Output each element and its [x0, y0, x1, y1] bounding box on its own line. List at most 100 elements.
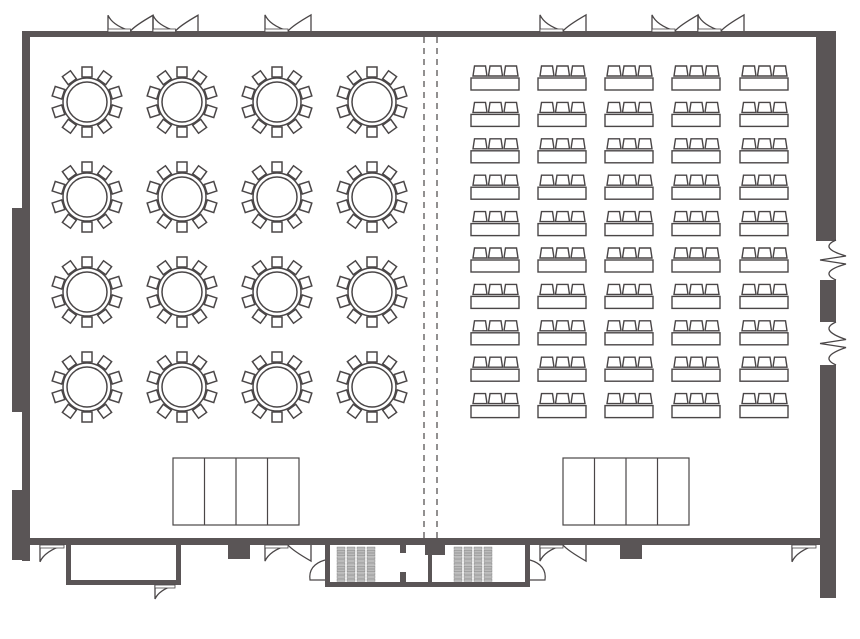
- chair: [673, 320, 689, 332]
- stacked-chair: [473, 546, 483, 550]
- chair: [81, 161, 93, 173]
- chair: [96, 403, 113, 420]
- chair: [61, 213, 78, 230]
- stacked-chair: [473, 559, 483, 563]
- wall: [816, 31, 836, 241]
- chair: [366, 161, 378, 173]
- chair: [271, 316, 283, 328]
- stacked-chair: [336, 562, 346, 566]
- chair: [621, 65, 638, 77]
- stacked-chair: [453, 569, 463, 573]
- chair: [756, 210, 773, 223]
- stacked-chair: [336, 575, 346, 579]
- stacked-chair: [473, 569, 483, 573]
- chair: [606, 283, 622, 296]
- classroom-table: [739, 368, 789, 382]
- chair: [487, 392, 504, 405]
- classroom-table: [604, 404, 654, 419]
- chair: [688, 138, 705, 150]
- chair: [554, 283, 571, 296]
- chair: [472, 356, 488, 368]
- chair: [688, 174, 705, 186]
- chair: [381, 213, 398, 230]
- chair: [156, 308, 173, 325]
- classroom-table: [739, 113, 789, 128]
- chair: [51, 104, 66, 119]
- chair: [241, 370, 256, 385]
- chair: [554, 320, 571, 332]
- stacked-chair: [336, 553, 346, 557]
- wall: [820, 365, 836, 598]
- chair: [606, 65, 622, 77]
- stacked-chair: [346, 578, 356, 582]
- chair: [271, 126, 283, 138]
- chair: [503, 174, 519, 186]
- chair: [570, 356, 586, 368]
- classroom-table: [537, 77, 587, 91]
- round-table-top: [66, 176, 108, 218]
- chair: [81, 221, 93, 233]
- classroom-table: [537, 404, 587, 419]
- stacked-chair: [356, 556, 366, 560]
- classroom-table: [470, 404, 520, 419]
- chair: [503, 392, 519, 405]
- chair: [637, 247, 653, 259]
- chair: [156, 118, 173, 135]
- classroom-table: [604, 186, 654, 200]
- chair: [688, 320, 705, 332]
- round-table-top: [256, 81, 298, 123]
- chair: [51, 370, 66, 385]
- chair: [156, 69, 173, 86]
- chair: [381, 259, 398, 276]
- chair: [637, 320, 653, 332]
- chair: [381, 118, 398, 135]
- stacked-chair: [356, 575, 366, 579]
- round-table-top: [256, 366, 298, 408]
- stacked-chair: [366, 562, 376, 566]
- door-swing: [562, 13, 587, 32]
- classroom-table: [739, 259, 789, 273]
- chair: [241, 275, 256, 290]
- chair: [51, 294, 66, 309]
- chair: [487, 138, 504, 150]
- chair: [381, 354, 398, 371]
- chair: [688, 210, 705, 223]
- chair: [472, 101, 488, 114]
- chair: [298, 370, 313, 385]
- chair: [772, 65, 788, 77]
- chair: [637, 101, 653, 114]
- chair: [688, 65, 705, 77]
- chair: [673, 210, 689, 223]
- chair: [176, 161, 188, 173]
- chair: [108, 104, 123, 119]
- chair: [286, 403, 303, 420]
- chair: [336, 85, 351, 100]
- chair: [366, 256, 378, 268]
- chair: [81, 411, 93, 423]
- wall: [525, 545, 530, 587]
- chair: [346, 403, 363, 420]
- stacked-chair: [473, 562, 483, 566]
- door-swing: [287, 544, 312, 563]
- chair: [539, 138, 555, 150]
- classroom-table: [537, 222, 587, 237]
- stacked-chair: [463, 562, 473, 566]
- stacked-chair: [453, 553, 463, 557]
- chair: [51, 199, 66, 214]
- chair: [176, 256, 188, 268]
- chair: [570, 320, 586, 332]
- stacked-chair: [483, 562, 493, 566]
- chair: [96, 308, 113, 325]
- chair: [51, 180, 66, 195]
- door-swing: [651, 14, 676, 32]
- chair: [336, 180, 351, 195]
- chair: [251, 259, 268, 276]
- stacked-chair: [453, 559, 463, 563]
- classroom-table: [671, 150, 721, 164]
- stacked-chair: [366, 569, 376, 573]
- chair: [108, 389, 123, 404]
- chair: [756, 320, 773, 332]
- stacked-chair: [453, 562, 463, 566]
- chair: [286, 213, 303, 230]
- chair: [756, 65, 773, 77]
